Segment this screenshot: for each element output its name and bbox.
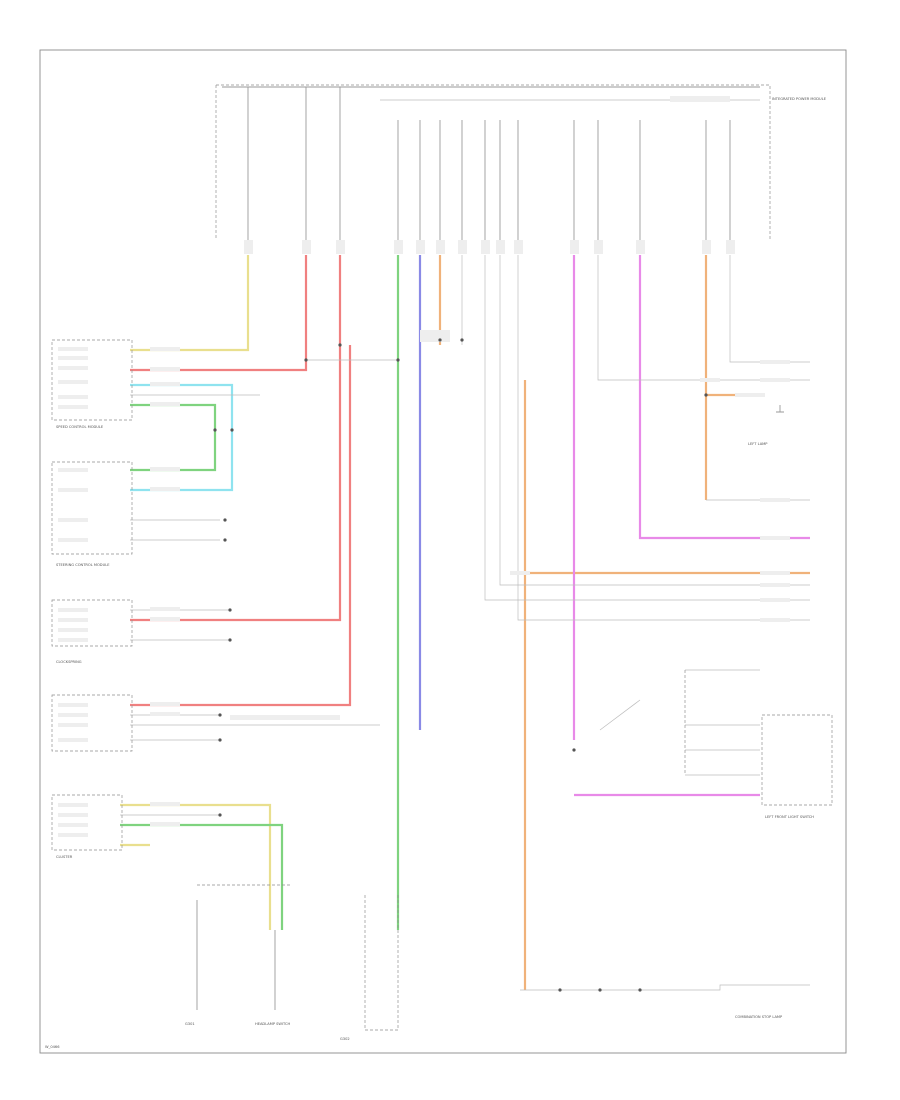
fuse-stubs	[247, 87, 731, 245]
left-front-light-switch-box	[761, 714, 833, 806]
wire-red-3	[130, 345, 352, 707]
cluster-label: CLUSTER	[56, 855, 73, 859]
diagram-frame	[39, 49, 847, 1054]
fuse-block-title: INTEGRATED POWER MODULE	[772, 97, 827, 101]
connector-pins-top	[244, 240, 735, 254]
grey-wires	[120, 255, 810, 991]
wire-green-cluster	[120, 823, 284, 930]
wire-yellow-cluster	[120, 803, 272, 930]
splice-points	[213, 338, 708, 992]
cluster-box	[51, 794, 123, 851]
clock-spring-label: CLOCKSPRING	[56, 660, 82, 664]
wire-green-left	[130, 403, 217, 472]
fuse-block-outline	[215, 84, 771, 240]
combination-stop-lamp-label: COMBINATION STOP LAMP	[735, 1015, 783, 1019]
headlamp-switch-label: HEADLAMP SWITCH	[255, 1022, 291, 1026]
wire-cyan	[130, 383, 234, 492]
ground-g302-label: G302	[340, 1037, 350, 1041]
speed-control-module-box	[51, 339, 133, 421]
left-front-light-switch-label: LEFT FRONT LIGHT SWITCH	[765, 815, 814, 819]
ground-g301-label: G301	[185, 1022, 195, 1026]
footer-code: W_0466	[45, 1045, 60, 1049]
clock-spring-box	[51, 599, 133, 647]
wire-red-1	[130, 255, 308, 372]
speed-control-module-label: SPEED CONTROL MODULE	[56, 425, 104, 429]
connector-box-mid	[364, 895, 399, 1031]
left-pin-tags	[58, 347, 88, 837]
switch-box	[51, 694, 133, 752]
fuse-block-tag	[670, 96, 730, 102]
left-lamp-ground	[776, 405, 784, 413]
wire-magenta-2	[638, 255, 810, 540]
steering-control-label: STEERING CONTROL MODULE	[56, 563, 110, 567]
steering-control-box	[51, 461, 133, 555]
wire-color-tags	[150, 330, 790, 826]
wire-yellow	[130, 255, 250, 352]
left-lamp-label: LEFT LAMP	[748, 442, 768, 446]
wire-red-2	[130, 255, 342, 622]
